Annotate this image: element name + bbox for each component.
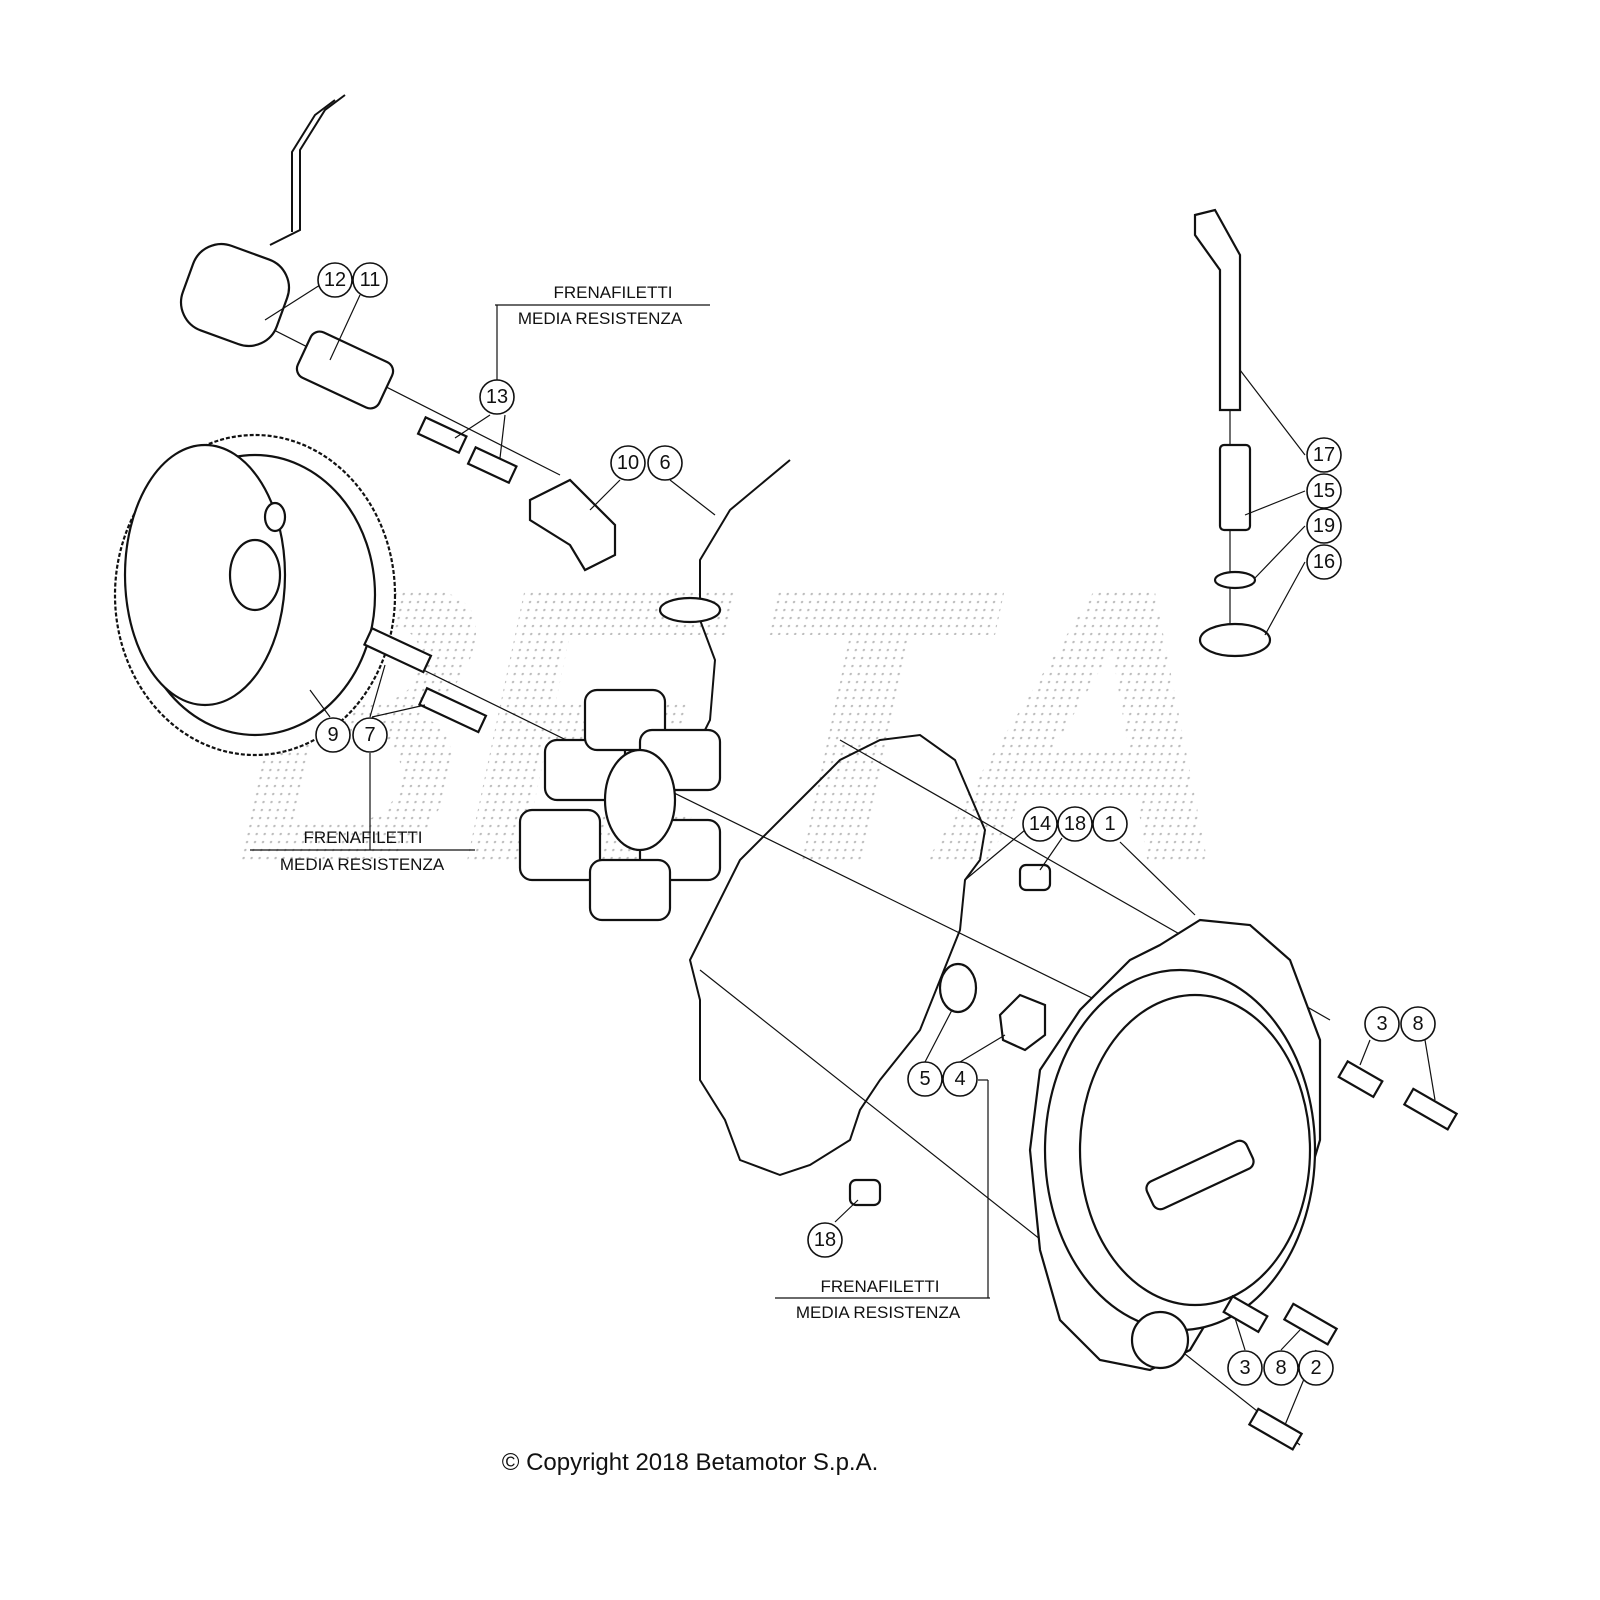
washer xyxy=(938,962,978,1014)
callout-12: 12 xyxy=(317,262,353,298)
dowel-pin xyxy=(848,1178,882,1207)
svg-text:9: 9 xyxy=(327,724,338,746)
callout-8: 8 xyxy=(1400,1006,1436,1042)
clip-part xyxy=(528,478,617,572)
callout-4: 4 xyxy=(942,1061,978,1097)
svg-text:8: 8 xyxy=(1275,1357,1286,1379)
flywheel xyxy=(113,433,397,757)
bolts xyxy=(362,415,518,734)
cover-logo xyxy=(1145,1139,1255,1211)
svg-text:2: 2 xyxy=(1310,1357,1321,1379)
svg-text:11: 11 xyxy=(360,269,381,291)
svg-text:14: 14 xyxy=(1029,813,1051,835)
copyright-text: © Copyright 2018 Betamotor S.p.A. xyxy=(502,1449,879,1476)
callout-13: 13 xyxy=(479,379,515,415)
callout-18: 18 xyxy=(1057,806,1093,842)
svg-text:FRENAFILETTI: FRENAFILETTI xyxy=(303,828,422,847)
svg-text:7: 7 xyxy=(364,724,375,746)
callout-6: 6 xyxy=(647,445,683,481)
nut xyxy=(998,993,1047,1052)
svg-text:6: 6 xyxy=(659,452,670,474)
svg-text:3: 3 xyxy=(1376,1013,1387,1035)
gasket xyxy=(688,733,987,1177)
callout-17: 17 xyxy=(1306,437,1342,473)
pickup-sensor xyxy=(179,94,395,410)
threadlocker-note: FRENAFILETTI MEDIA RESISTENZA xyxy=(518,283,683,328)
svg-text:15: 15 xyxy=(1313,480,1335,502)
spark-plug-assembly xyxy=(1193,208,1272,658)
callout-10: 10 xyxy=(610,445,646,481)
svg-text:FRENAFILETTI: FRENAFILETTI xyxy=(553,283,672,302)
svg-text:FRENAFILETTI: FRENAFILETTI xyxy=(820,1277,939,1296)
cover-bolts xyxy=(1222,1059,1459,1451)
callout-9: 9 xyxy=(315,717,351,753)
svg-text:16: 16 xyxy=(1313,551,1335,573)
callout-18: 18 xyxy=(807,1222,843,1258)
dowel-pin xyxy=(1018,863,1052,892)
threadlocker-note: FRENAFILETTI MEDIA RESISTENZA xyxy=(280,828,445,874)
svg-text:10: 10 xyxy=(617,452,639,474)
callout-3: 3 xyxy=(1364,1006,1400,1042)
svg-text:5: 5 xyxy=(919,1068,930,1090)
ignition-cover xyxy=(1028,918,1322,1372)
callout-7: 7 xyxy=(352,717,388,753)
callout-5: 5 xyxy=(907,1061,943,1097)
svg-text:3: 3 xyxy=(1239,1357,1250,1379)
threadlocker-note: FRENAFILETTI MEDIA RESISTENZA xyxy=(796,1277,961,1322)
callout-16: 16 xyxy=(1306,544,1342,580)
svg-text:12: 12 xyxy=(324,269,346,291)
callout-15: 15 xyxy=(1306,473,1342,509)
svg-text:1: 1 xyxy=(1104,813,1115,835)
callout-14: 14 xyxy=(1022,806,1058,842)
callout-3: 3 xyxy=(1227,1350,1263,1386)
svg-text:4: 4 xyxy=(954,1068,965,1090)
svg-text:MEDIA RESISTENZA: MEDIA RESISTENZA xyxy=(518,309,683,328)
callout-8: 8 xyxy=(1263,1350,1299,1386)
svg-text:MEDIA RESISTENZA: MEDIA RESISTENZA xyxy=(280,855,445,874)
stator xyxy=(518,459,791,922)
svg-text:13: 13 xyxy=(486,386,508,408)
svg-text:18: 18 xyxy=(814,1229,836,1251)
svg-text:17: 17 xyxy=(1313,444,1335,466)
svg-text:18: 18 xyxy=(1064,813,1086,835)
svg-text:19: 19 xyxy=(1313,515,1335,537)
callout-11: 11 xyxy=(352,262,388,298)
callout-19: 19 xyxy=(1306,508,1342,544)
callout-2: 2 xyxy=(1298,1350,1334,1386)
callout-1: 1 xyxy=(1092,806,1128,842)
svg-text:8: 8 xyxy=(1412,1013,1423,1035)
svg-text:MEDIA RESISTENZA: MEDIA RESISTENZA xyxy=(796,1303,961,1322)
